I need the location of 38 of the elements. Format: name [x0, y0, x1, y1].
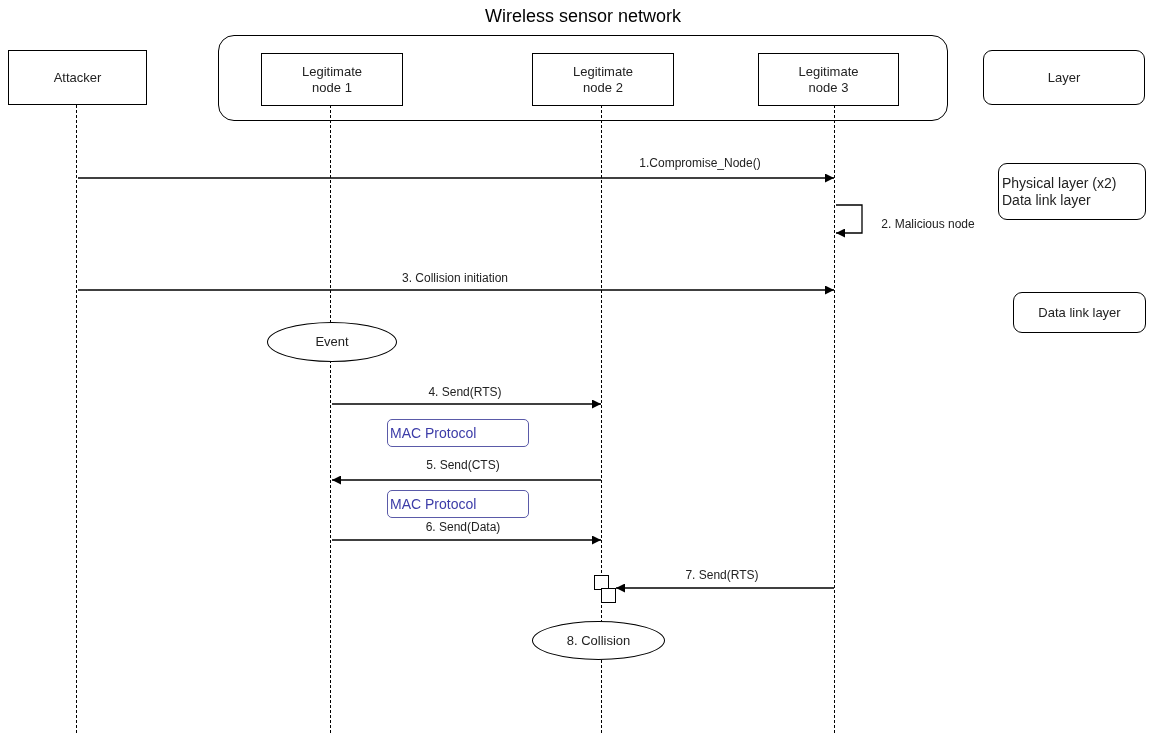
- participant-text: Attacker: [53, 69, 102, 86]
- participant-box: [758, 53, 899, 106]
- layer-box: [1013, 292, 1146, 333]
- message-arrow: [615, 583, 835, 593]
- participant-text: Legitimate node 2: [572, 63, 634, 96]
- lifeline: [76, 105, 78, 733]
- note-text: MAC Protocol: [390, 495, 477, 513]
- message-arrow: [77, 173, 835, 183]
- note-text: MAC Protocol: [390, 424, 477, 442]
- layer-text: Data link layer: [1038, 304, 1121, 321]
- participant-box: [8, 50, 147, 105]
- layer-box: [998, 163, 1146, 220]
- collision-square: [601, 588, 616, 603]
- message-arrow: [331, 399, 602, 409]
- ellipse-text: Event: [315, 334, 349, 350]
- layer-text: Physical layer (x2): [1002, 174, 1117, 192]
- layer-box: [983, 50, 1145, 105]
- edge-label: 1.Compromise_Node(): [637, 155, 763, 171]
- group-title: Wireless sensor network: [483, 6, 683, 27]
- participant-box: [532, 53, 674, 106]
- protocol-note: [387, 490, 529, 518]
- protocol-note: [387, 419, 529, 447]
- layer-text: Data link layer: [1002, 191, 1091, 209]
- lifeline: [834, 105, 836, 733]
- participant-text: Legitimate node 1: [301, 63, 363, 96]
- message-arrow: [77, 285, 835, 295]
- message-arrow: [331, 535, 602, 545]
- edge-label: 7. Send(RTS): [683, 567, 761, 583]
- layer-text: Layer: [1047, 69, 1081, 86]
- collision-square: [594, 575, 609, 590]
- edge-label: 6. Send(Data): [423, 519, 503, 535]
- message-arrow: [331, 475, 602, 485]
- message-arrow: [835, 204, 863, 238]
- participant-box: [261, 53, 403, 106]
- ellipse-text: 8. Collision: [566, 632, 631, 649]
- edge-label: 5. Send(CTS): [424, 457, 502, 473]
- participant-text: Legitimate node 3: [797, 63, 860, 96]
- edge-label: 4. Send(RTS): [426, 384, 504, 400]
